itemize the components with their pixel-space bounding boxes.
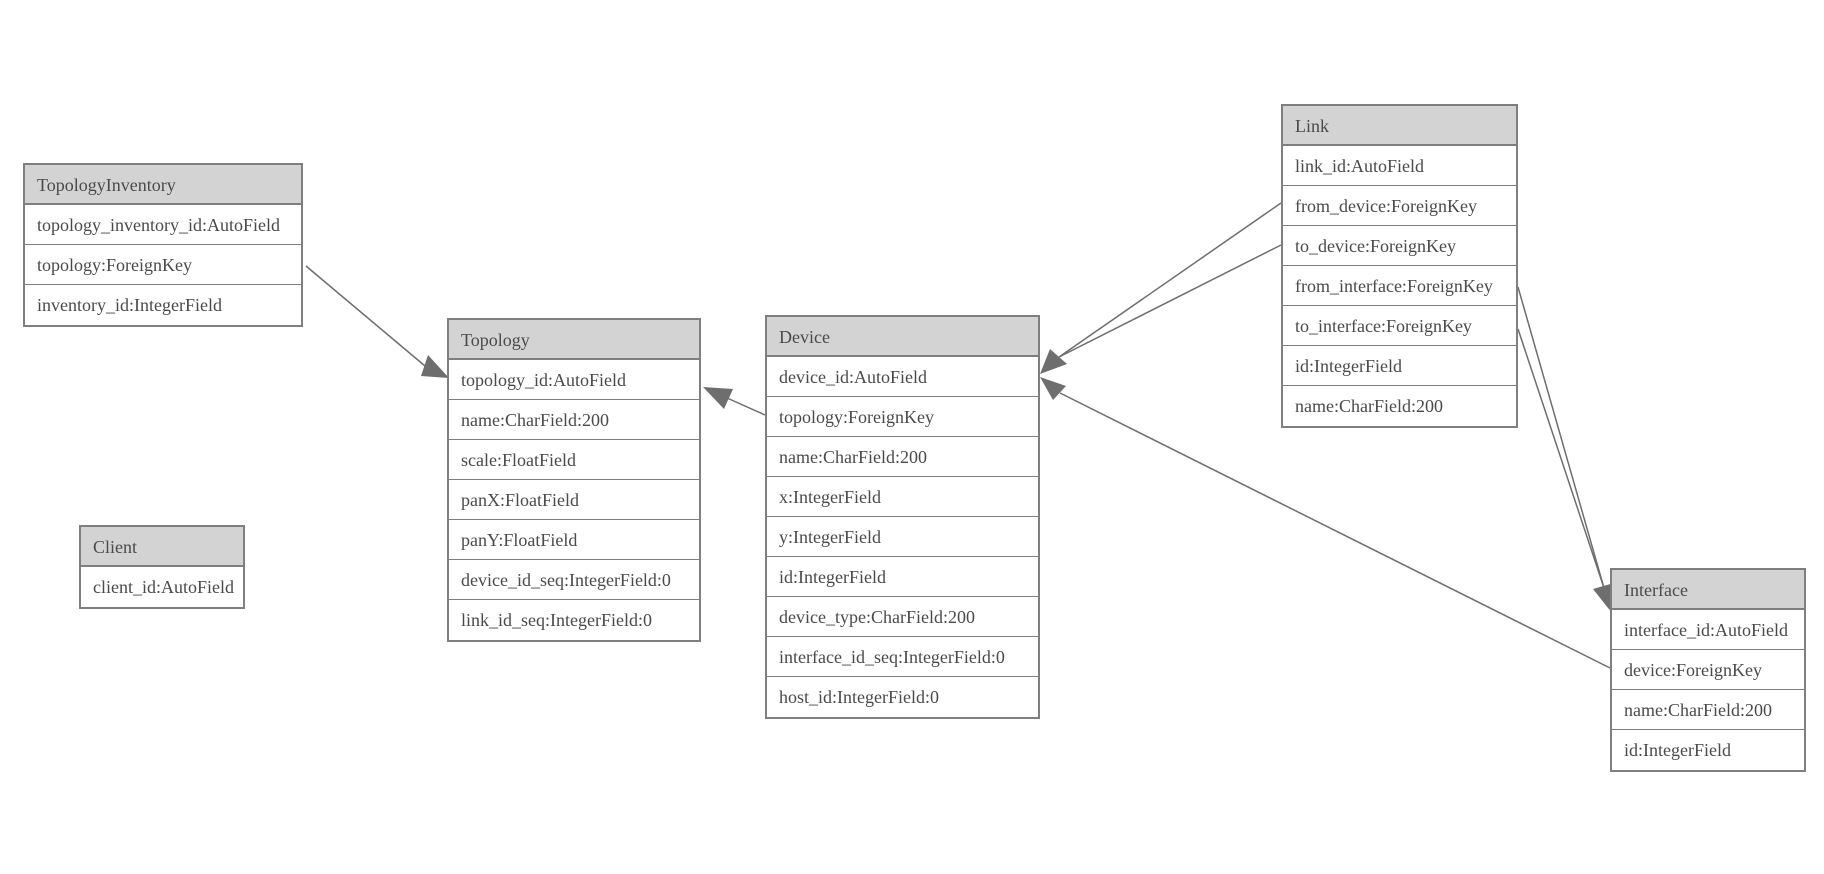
entity-device: Device device_id:AutoField topology:Fore… [765,315,1040,719]
entity-device-field: device_type:CharField:200 [767,597,1038,637]
entity-topologyinventory-field: topology:ForeignKey [25,245,301,285]
entity-topology: Topology topology_id:AutoField name:Char… [447,318,701,642]
relation-link-from-interface-line [1517,286,1605,589]
entity-topology-field: panX:FloatField [449,480,699,520]
entity-device-field: topology:ForeignKey [767,397,1038,437]
relation-link-to-interface-line [1517,328,1605,589]
relation-interface-device-arrowhead [1040,377,1066,400]
entity-client-title: Client [81,527,243,567]
entity-device-title: Device [767,317,1038,357]
relation-link-to-device-line [1058,244,1282,358]
entity-topology-title: Topology [449,320,699,360]
entity-topologyinventory-field: topology_inventory_id:AutoField [25,205,301,245]
relation-link-from-device-line [1058,202,1282,358]
entity-topologyinventory-field: inventory_id:IntegerField [25,285,301,325]
entity-link-field: from_device:ForeignKey [1283,186,1516,226]
entity-topology-field: device_id_seq:IntegerField:0 [449,560,699,600]
entity-topology-field: name:CharField:200 [449,400,699,440]
relation-topologyinventory-topology-line [305,265,426,367]
entity-link-field: name:CharField:200 [1283,386,1516,426]
entity-client: Client client_id:AutoField [79,525,245,609]
entity-topology-field: topology_id:AutoField [449,360,699,400]
entity-interface-field: name:CharField:200 [1612,690,1804,730]
entity-link-field: to_device:ForeignKey [1283,226,1516,266]
entity-interface-field: id:IntegerField [1612,730,1804,770]
entity-link: Link link_id:AutoField from_device:Forei… [1281,104,1518,428]
entity-topology-field: link_id_seq:IntegerField:0 [449,600,699,640]
entity-device-field: id:IntegerField [767,557,1038,597]
entity-link-field: id:IntegerField [1283,346,1516,386]
entity-link-field: link_id:AutoField [1283,146,1516,186]
entity-interface-title: Interface [1612,570,1804,610]
entity-device-field: interface_id_seq:IntegerField:0 [767,637,1038,677]
entity-client-field: client_id:AutoField [81,567,243,607]
entity-link-field: from_interface:ForeignKey [1283,266,1516,306]
entity-topologyinventory-title: TopologyInventory [25,165,301,205]
entity-interface: Interface interface_id:AutoField device:… [1610,568,1806,772]
relation-device-topology-line [726,397,766,416]
relation-interface-device-line [1059,392,1611,669]
entity-interface-field: interface_id:AutoField [1612,610,1804,650]
entity-device-field: y:IntegerField [767,517,1038,557]
entity-topology-field: scale:FloatField [449,440,699,480]
relation-topologyinventory-topology-arrowhead [421,355,449,378]
relation-device-topology-arrowhead [703,387,733,409]
entity-interface-field: device:ForeignKey [1612,650,1804,690]
relation-link-device-arrowhead [1040,349,1067,374]
entity-device-field: device_id:AutoField [767,357,1038,397]
entity-device-field: x:IntegerField [767,477,1038,517]
entity-device-field: host_id:IntegerField:0 [767,677,1038,717]
entity-link-title: Link [1283,106,1516,146]
entity-topologyinventory: TopologyInventory topology_inventory_id:… [23,163,303,327]
entity-topology-field: panY:FloatField [449,520,699,560]
entity-link-field: to_interface:ForeignKey [1283,306,1516,346]
entity-device-field: name:CharField:200 [767,437,1038,477]
